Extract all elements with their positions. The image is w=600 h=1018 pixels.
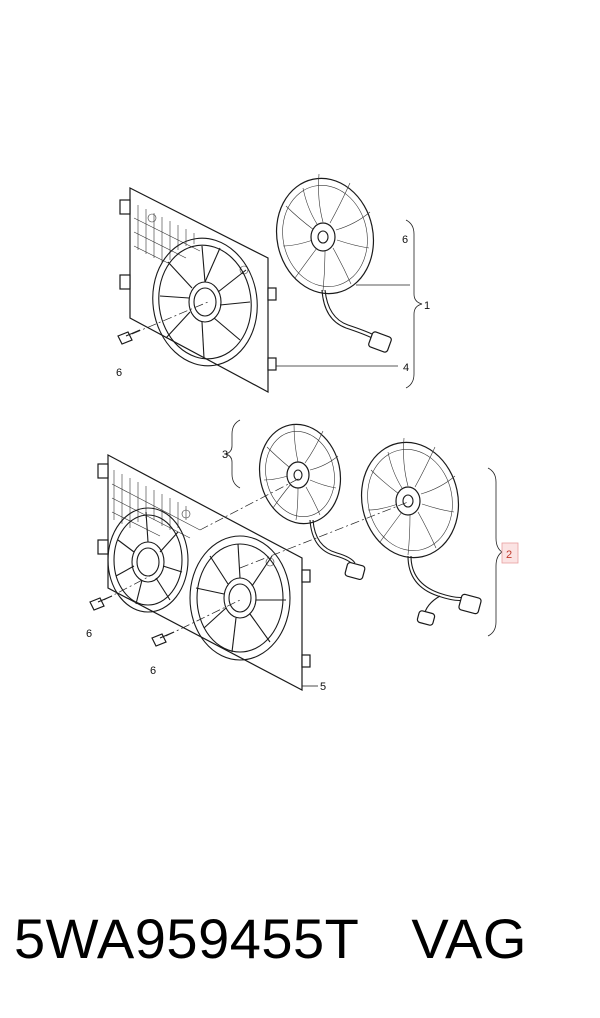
callout-2-highlight[interactable]: 2 [501,542,519,564]
fan-motor-large [360,437,482,626]
callout-1: 1 [424,300,430,312]
callout-5: 5 [320,681,326,693]
callout-4: 4 [403,362,409,374]
callout-3: 3 [222,449,228,461]
leaders-top [276,219,423,389]
fan-motor-top [275,173,392,353]
fan-motor-small [258,423,366,581]
callout-6-bottom-left: 6 [86,628,92,640]
callout-6-bottom-mid: 6 [150,665,156,677]
single-fan-shroud [119,187,277,394]
bolt-top [117,301,209,345]
part-number: 5WA959455T [14,906,360,970]
callout-2: 2 [506,549,512,561]
bolts-bottom [89,477,409,647]
callout-6-top-left: 6 [116,367,122,379]
part-caption: 5WA959455T VAG [14,898,594,978]
callout-6-top-right: 6 [402,234,408,246]
dual-fan-shroud [97,454,311,691]
brand-label: VAG [411,906,527,970]
